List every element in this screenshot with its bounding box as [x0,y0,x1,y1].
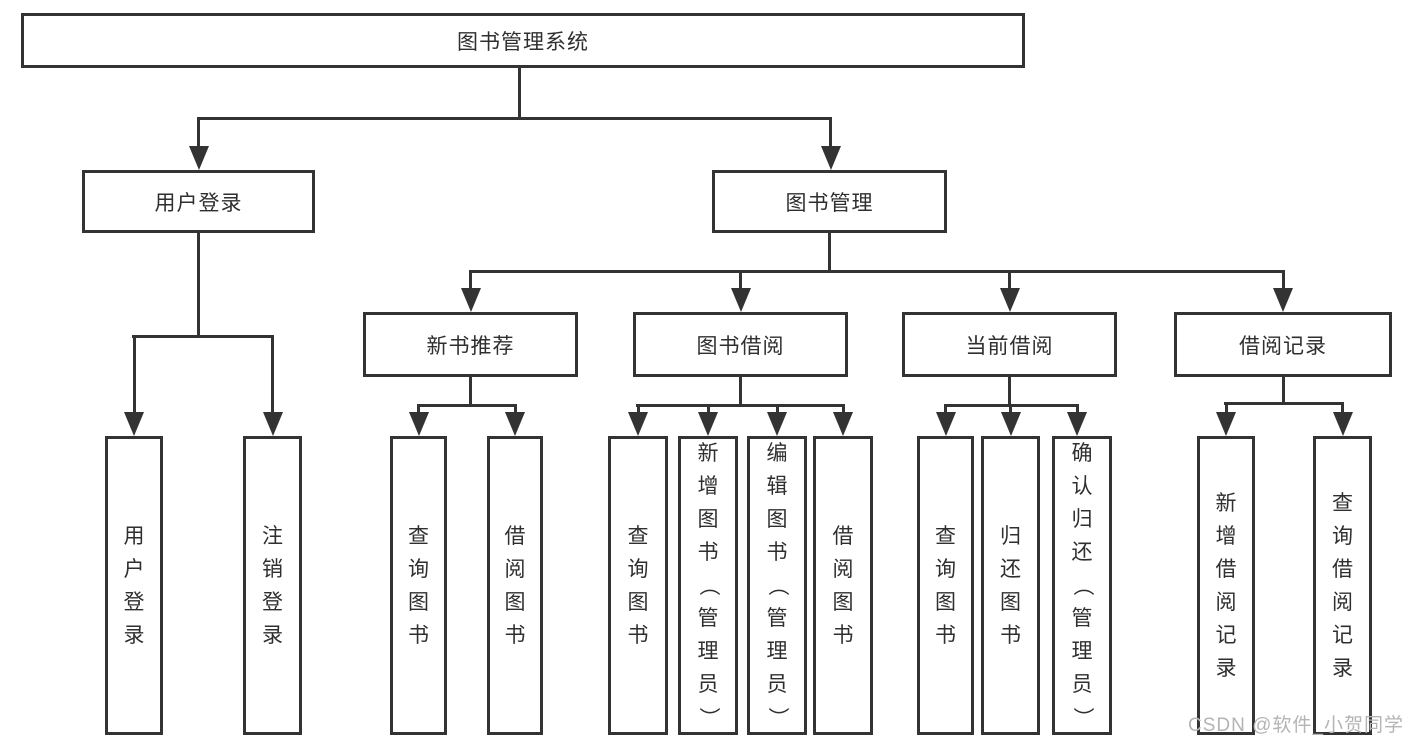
leaf-borrow-borrow-book: 借阅图书 [813,436,873,735]
connector-stem-borrow-edit [776,404,779,414]
leaf-current-query-book: 查询图书 [917,436,974,735]
connector-root-stem [518,68,521,120]
connector-stem-newbook-borrow [514,404,517,414]
leaf-logout: 注销登录 [243,436,302,735]
leaf-current-confirm-return-admin: 确认归还（管理员） [1052,436,1112,735]
node-borrow-record: 借阅记录 [1174,312,1392,377]
connector-bookmgmt-stem [828,232,831,273]
arrowhead-record-add [1216,412,1236,436]
node-root: 图书管理系统 [21,13,1025,68]
leaf-record-query-borrow-record-label: 查询借阅记录 [1332,491,1353,680]
node-book-management: 图书管理 [712,170,947,233]
arrowhead-record-query [1333,412,1353,436]
leaf-user-login-label: 用户登录 [123,524,145,647]
arrowhead-book-management [821,146,841,170]
connector-currentborrow-stem [1008,377,1011,407]
node-current-borrow-label: 当前借阅 [965,334,1054,358]
connector-stem-borrow-borrow [842,404,845,414]
connector-stem-record-add [1225,402,1228,414]
connector-borrowrecord-hbar [1224,402,1344,405]
arrowhead-newbook-query [409,412,429,436]
arrowhead-current-confirm [1067,412,1087,436]
node-new-book-recommend: 新书推荐 [363,312,578,377]
node-user-login: 用户登录 [82,170,315,233]
connector-root-hbar [197,117,831,120]
node-borrow-record-label: 借阅记录 [1239,334,1327,358]
arrowhead-leaf-logout [263,412,283,436]
connector-stem-borrow-query [637,404,640,414]
leaf-current-confirm-return-admin-label: 确认归还（管理员） [1070,442,1094,728]
leaf-record-add-borrow-record: 新增借阅记录 [1197,436,1255,735]
leaf-borrow-query-book: 查询图书 [608,436,668,735]
connector-userlogin-hbar [132,335,274,338]
leaf-user-login: 用户登录 [105,436,163,735]
arrowhead-user-login [189,146,209,170]
arrowhead-current-query [936,412,956,436]
connector-newbook-hbar [417,404,517,407]
connector-stem-current-query [944,404,947,414]
connector-userlogin-stem [197,233,200,338]
connector-stem-record-query [1341,402,1344,414]
leaf-borrow-borrow-book-label: 借阅图书 [832,524,854,647]
leaf-newbook-query-book: 查询图书 [390,436,447,735]
leaf-borrow-query-book-label: 查询图书 [627,524,649,647]
connector-stem-current-confirm [1076,404,1079,414]
arrowhead-borrow-add [698,412,718,436]
connector-stem-borrow-add [707,404,710,414]
leaf-record-add-borrow-record-label: 新增借阅记录 [1215,491,1237,680]
connector-stem-user-login [197,117,200,147]
node-user-login-label: 用户登录 [154,191,243,215]
arrowhead-newbook-borrow [505,412,525,436]
leaf-current-return-book-label: 归还图书 [1000,524,1021,647]
arrowhead-leaf-user-login [124,412,144,436]
connector-stem-leaf-logout [271,335,274,413]
leaf-borrow-add-book-admin: 新增图书（管理员） [678,436,738,735]
leaf-newbook-borrow-book-label: 借阅图书 [504,524,526,647]
leaf-logout-label: 注销登录 [262,524,283,647]
arrowhead-new-book [461,288,481,312]
connector-newbook-stem [469,377,472,407]
connector-stem-current-return [1009,404,1012,414]
connector-stem-current-borrow [1008,270,1011,290]
leaf-current-return-book: 归还图书 [981,436,1040,735]
arrowhead-current-return [1001,412,1021,436]
arrowhead-borrow-record [1273,288,1293,312]
node-current-borrow: 当前借阅 [902,312,1117,377]
node-new-book-recommend-label: 新书推荐 [426,334,515,358]
node-book-borrow: 图书借阅 [633,312,848,377]
leaf-borrow-add-book-admin-label: 新增图书（管理员） [696,442,720,728]
leaf-record-query-borrow-record: 查询借阅记录 [1313,436,1372,735]
csdn-watermark: CSDN @软件_小贺同学 [1188,715,1404,736]
connector-bookborrow-hbar [636,404,845,407]
arrowhead-book-borrow [731,288,751,312]
arrowhead-current-borrow [1000,288,1020,312]
leaf-newbook-borrow-book: 借阅图书 [487,436,543,735]
connector-bookmgmt-hbar [469,270,1285,273]
connector-stem-book-borrow [739,270,742,290]
leaf-borrow-edit-book-admin: 编辑图书（管理员） [747,436,807,735]
arrowhead-borrow-query [628,412,648,436]
arrowhead-borrow-edit [767,412,787,436]
connector-bookborrow-stem [739,377,742,407]
connector-stem-borrow-record [1282,270,1285,290]
leaf-borrow-edit-book-admin-label: 编辑图书（管理员） [765,442,789,728]
node-root-label: 图书管理系统 [457,30,589,54]
node-book-management-label: 图书管理 [785,191,874,215]
leaf-current-query-book-label: 查询图书 [935,524,956,647]
leaf-newbook-query-book-label: 查询图书 [408,524,429,647]
connector-stem-leaf-user-login [133,335,136,413]
connector-stem-book-management [829,117,832,147]
connector-stem-new-book [469,270,472,290]
arrowhead-borrow-borrow [833,412,853,436]
connector-stem-newbook-query [417,404,420,414]
connector-borrowrecord-stem [1282,377,1285,404]
node-book-borrow-label: 图书借阅 [696,334,785,358]
